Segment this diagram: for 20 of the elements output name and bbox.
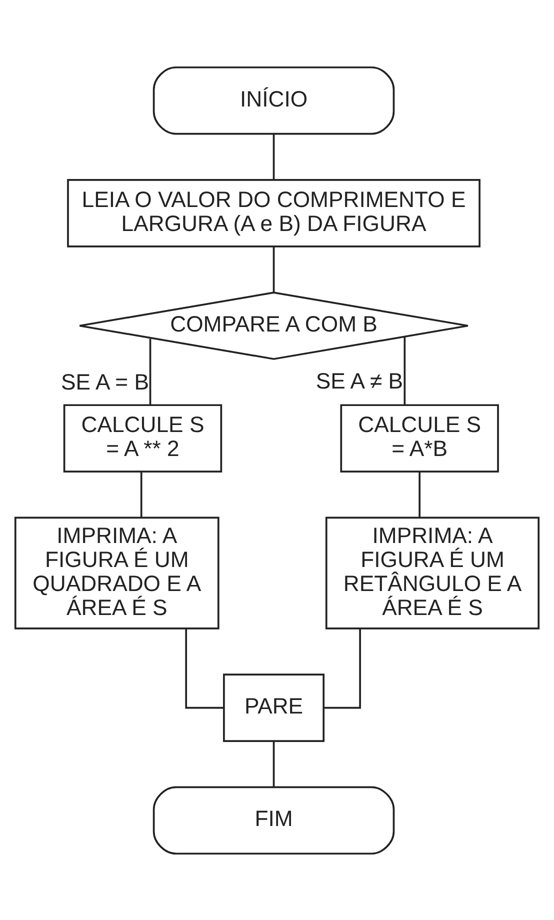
connector <box>149 338 152 404</box>
node-box: LEIA O VALOR DO COMPRIMENTO E LARGURA (A e B) DA FIGURA <box>67 178 480 247</box>
node-diamond: COMPARE A COM B <box>78 291 469 360</box>
node-box: INÍCIO <box>152 66 395 134</box>
connector <box>272 741 275 786</box>
edge-label: SE A ≠ B <box>316 368 404 394</box>
node-box: CALCULE S = A*B <box>340 404 499 472</box>
connector <box>272 134 275 179</box>
node-box: FIM <box>152 786 395 854</box>
node-box: PARE <box>223 673 325 742</box>
connector <box>404 336 406 404</box>
node-box: IMPRIMA: A FIGURA É UM RETÂNGULO E A ÁREA É S <box>325 516 540 629</box>
connector <box>418 471 420 518</box>
node-box: CALCULE S = A ** 2 <box>63 404 222 472</box>
connector <box>140 471 142 518</box>
node-box: IMPRIMA: A FIGURA É UM QUADRADO E A ÁREA É S <box>14 516 220 629</box>
connector <box>272 246 275 292</box>
connector <box>185 628 224 708</box>
edge-label: SE A = B <box>61 369 150 394</box>
connector <box>324 628 361 708</box>
